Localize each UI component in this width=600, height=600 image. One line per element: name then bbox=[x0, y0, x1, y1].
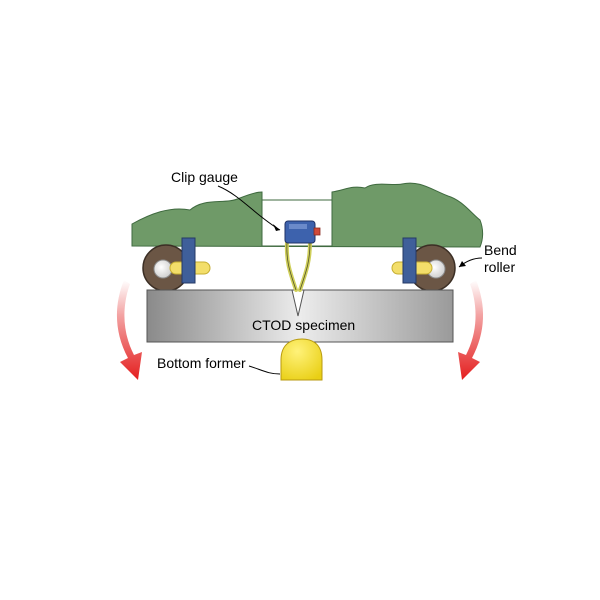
right-roller-clamp bbox=[402, 237, 417, 284]
label-ctod-specimen: CTOD specimen bbox=[252, 317, 355, 333]
left-roller-assembly bbox=[142, 237, 211, 292]
bottom-former bbox=[280, 338, 323, 381]
clip-gauge-connector bbox=[313, 227, 321, 236]
clip-gauge-arms bbox=[284, 240, 312, 292]
left-roller-clamp bbox=[181, 237, 196, 284]
left-roller-hub bbox=[153, 259, 173, 279]
bottom-former-leader bbox=[248, 365, 281, 375]
label-bottom-former: Bottom former bbox=[157, 355, 246, 371]
left-bend-arrow bbox=[116, 280, 142, 380]
clip-gauge-leader bbox=[217, 185, 281, 231]
label-clip-gauge: Clip gauge bbox=[171, 169, 238, 185]
label-bend-roller-line1: Bend bbox=[484, 242, 517, 258]
clip-gauge bbox=[284, 220, 321, 292]
label-bend-roller-line2: roller bbox=[484, 259, 515, 275]
right-roller-assembly bbox=[391, 237, 456, 292]
right-bend-arrow bbox=[458, 280, 484, 380]
